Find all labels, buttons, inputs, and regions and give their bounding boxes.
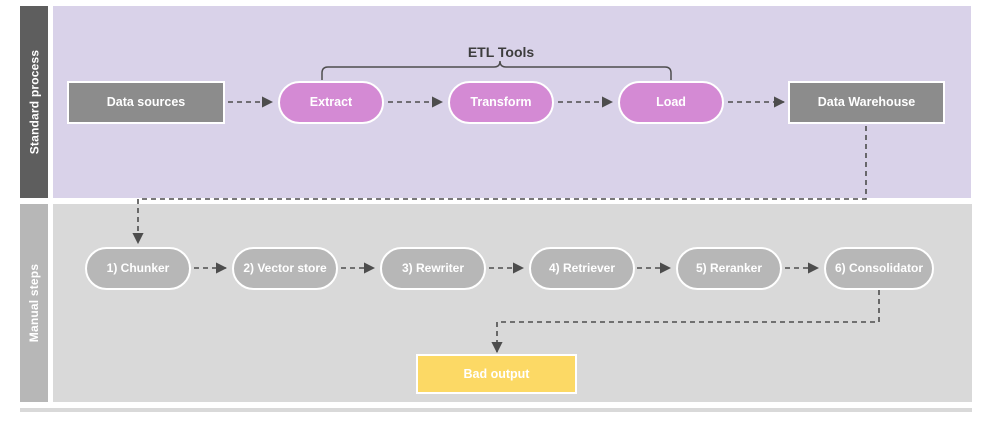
node-load[interactable]: Load bbox=[618, 81, 724, 124]
node-step-vector-store[interactable]: 2) Vector store bbox=[232, 247, 338, 290]
node-data-warehouse-label: Data Warehouse bbox=[817, 95, 916, 110]
node-step-vector-store-label: 2) Vector store bbox=[243, 260, 327, 275]
node-step-consolidator-label: 6) Consolidator bbox=[834, 260, 923, 275]
node-data-sources[interactable]: Data sources bbox=[67, 81, 225, 124]
node-extract[interactable]: Extract bbox=[278, 81, 384, 124]
node-step-rewriter-label: 3) Rewriter bbox=[401, 260, 465, 275]
node-transform[interactable]: Transform bbox=[448, 81, 554, 124]
lane-header-standard-process: Standard process bbox=[20, 6, 48, 198]
node-step-reranker[interactable]: 5) Reranker bbox=[676, 247, 782, 290]
node-step-chunker[interactable]: 1) Chunker bbox=[85, 247, 191, 290]
node-extract-label: Extract bbox=[309, 95, 353, 110]
node-data-warehouse[interactable]: Data Warehouse bbox=[788, 81, 945, 124]
arrow-datawarehouse-to-chunker bbox=[132, 126, 867, 245]
node-data-sources-label: Data sources bbox=[106, 95, 186, 110]
node-step-consolidator[interactable]: 6) Consolidator bbox=[824, 247, 934, 290]
node-bad-output[interactable]: Bad output bbox=[416, 354, 577, 394]
arrow-consolidator-to-badoutput bbox=[491, 290, 880, 354]
node-step-rewriter[interactable]: 3) Rewriter bbox=[380, 247, 486, 290]
bottom-divider bbox=[20, 408, 972, 412]
node-step-reranker-label: 5) Reranker bbox=[695, 260, 763, 275]
etl-tools-bracket bbox=[321, 60, 672, 80]
etl-tools-label: ETL Tools bbox=[467, 44, 535, 60]
lane-header-manual-steps: Manual steps bbox=[20, 204, 48, 402]
node-transform-label: Transform bbox=[470, 95, 532, 110]
node-step-chunker-label: 1) Chunker bbox=[106, 260, 170, 275]
node-step-retriever-label: 4) Retriever bbox=[548, 260, 616, 275]
node-step-retriever[interactable]: 4) Retriever bbox=[529, 247, 635, 290]
node-load-label: Load bbox=[656, 95, 686, 110]
node-bad-output-label: Bad output bbox=[463, 366, 530, 381]
